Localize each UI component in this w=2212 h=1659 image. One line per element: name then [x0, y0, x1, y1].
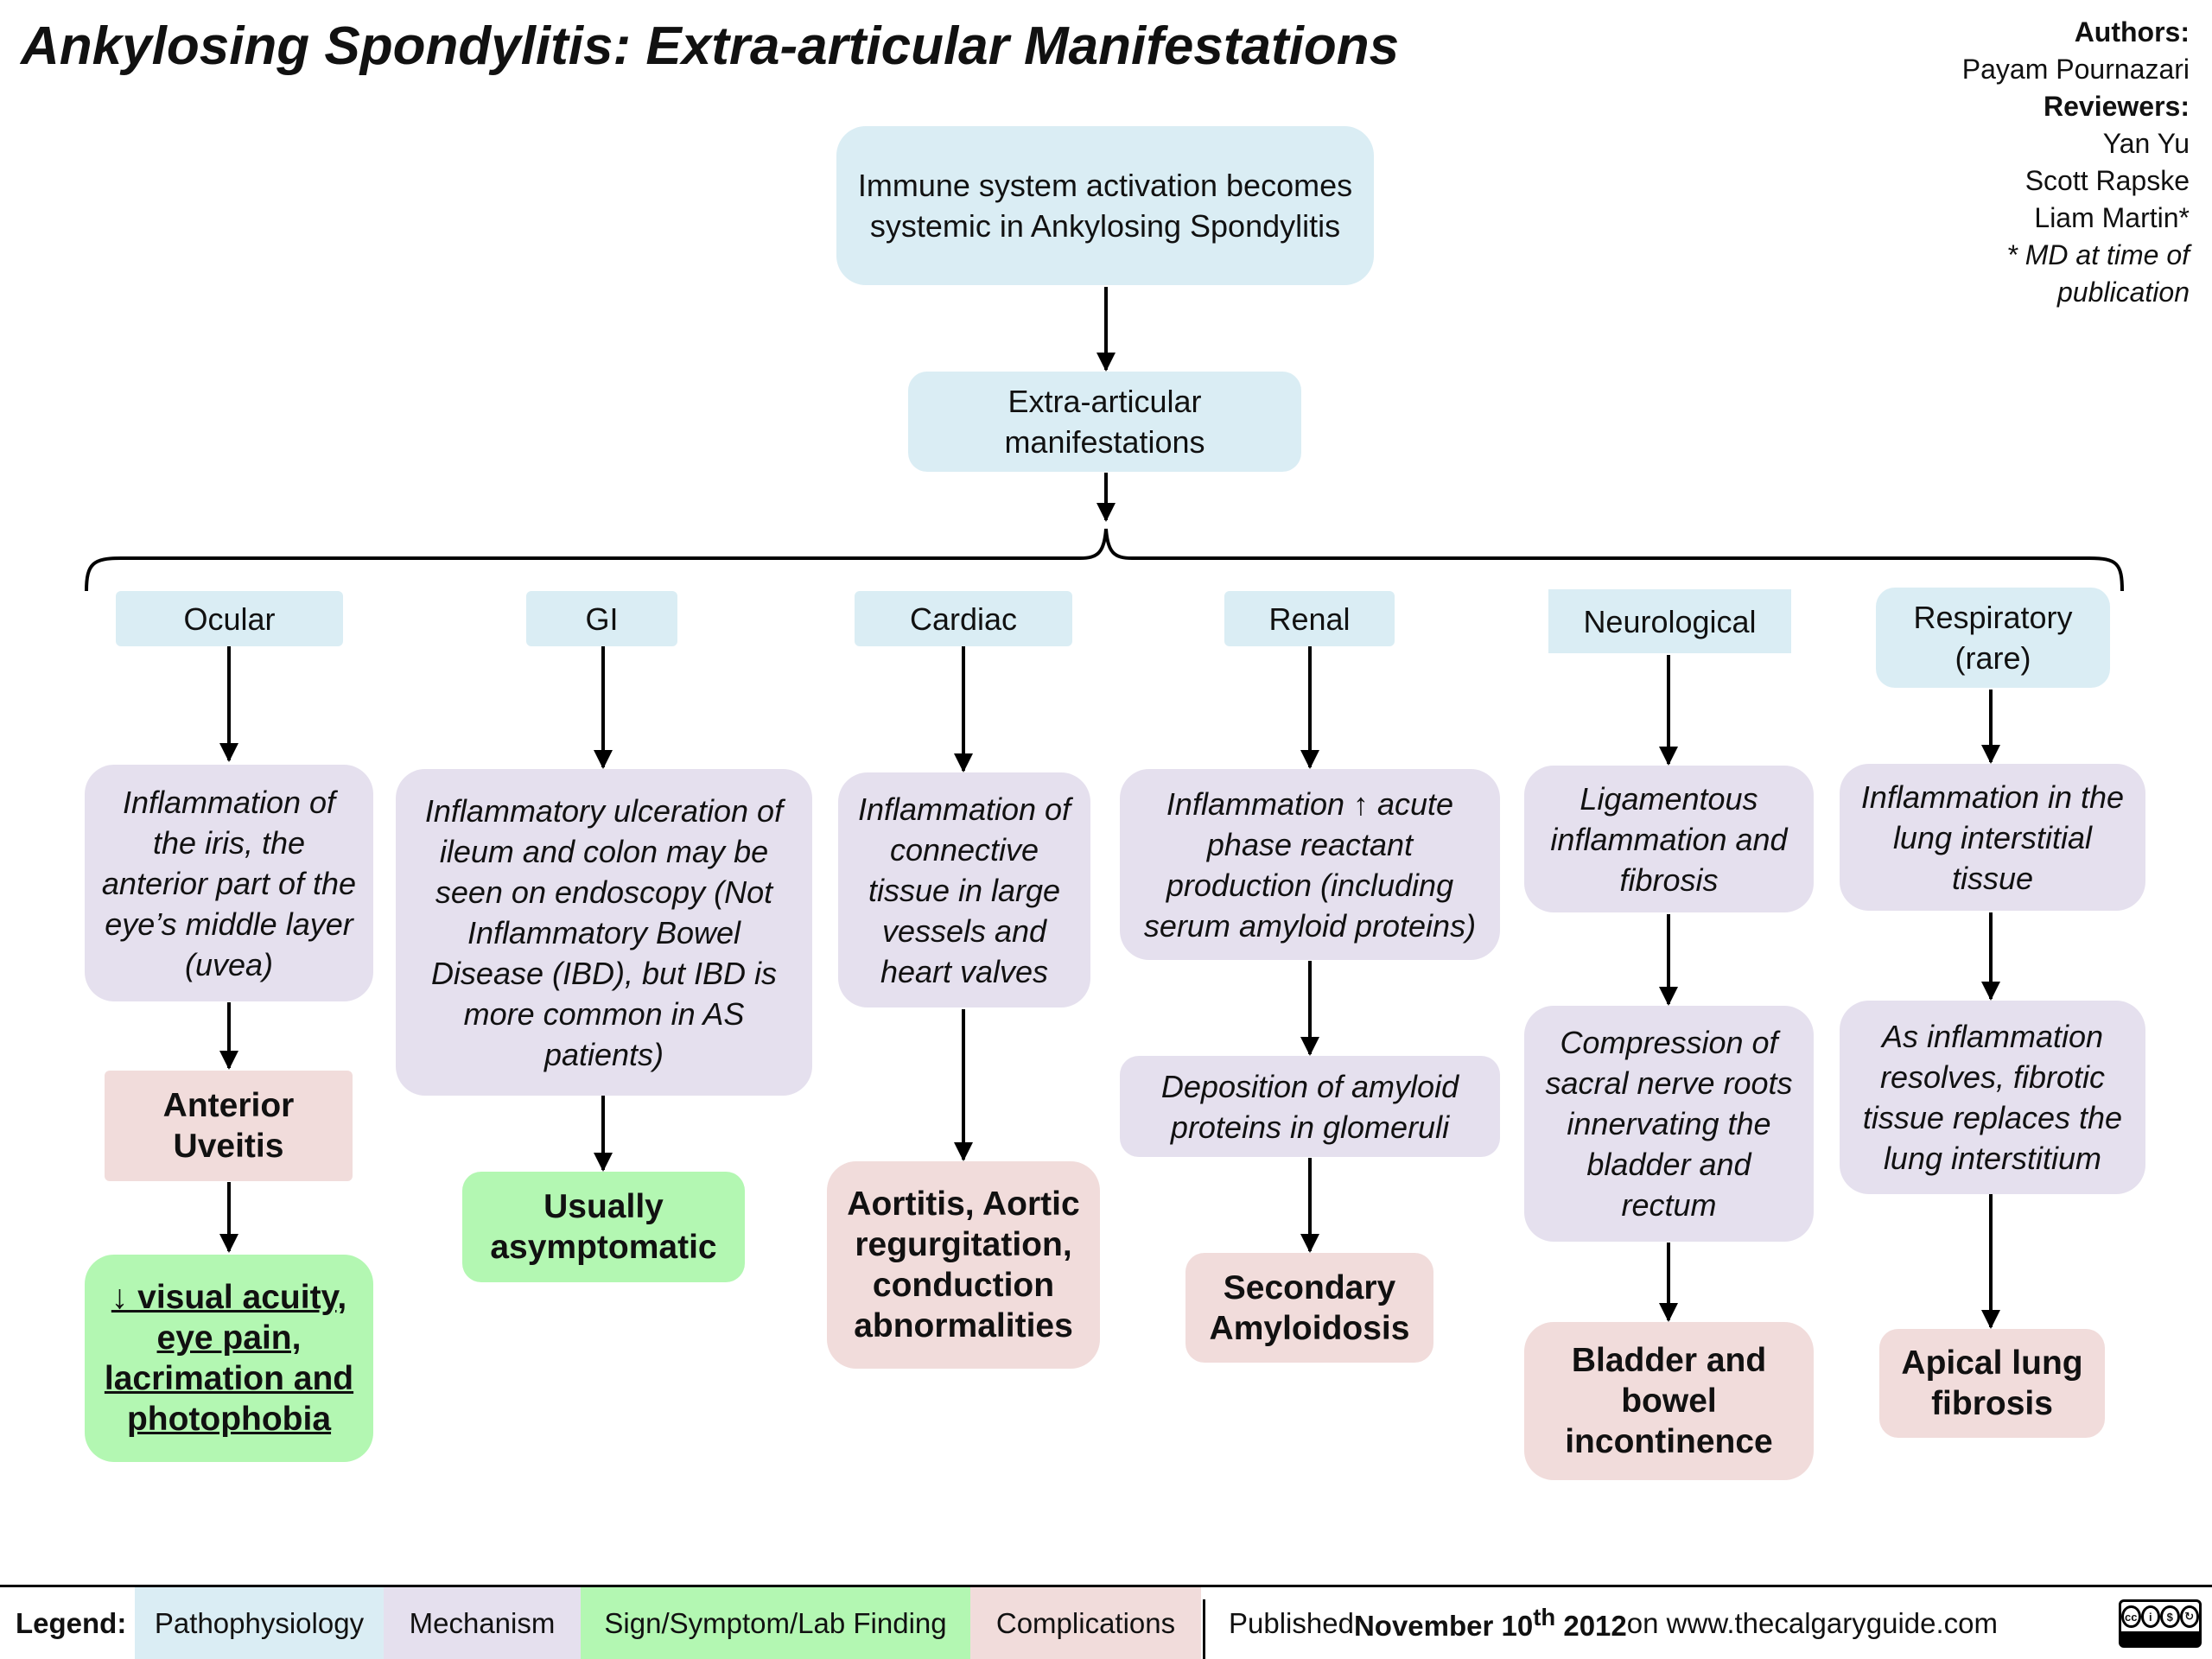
- by-icon: i: [2140, 1605, 2160, 1628]
- cardiac-complication-box: Aortitis, Aortic regurgitation, conducti…: [827, 1161, 1100, 1369]
- reviewer-name: Liam Martin*: [2034, 202, 2190, 233]
- legend-complications: Complications: [970, 1587, 1201, 1659]
- published-date: November 10th 2012: [1353, 1604, 1627, 1642]
- credits-block: Authors: Payam Pournazari Reviewers: Yan…: [1878, 14, 2190, 311]
- gi-sign-box: Usually asymptomatic: [462, 1172, 745, 1282]
- legend-pathophysiology: Pathophysiology: [135, 1587, 384, 1659]
- grouping-brace: [85, 528, 2124, 592]
- md-note: * MD at time of publication: [2006, 239, 2190, 308]
- renal-mechanism-box: Inflammation ↑ acute phase reactant prod…: [1120, 769, 1500, 960]
- reviewers-label: Reviewers:: [2044, 91, 2190, 122]
- page-title: Ankylosing Spondylitis: Extra-articular …: [21, 16, 1400, 76]
- sa-icon: ↻: [2179, 1605, 2199, 1628]
- ocular-sign-box: ↓ visual acuity, eye pain, lacrimation a…: [85, 1255, 373, 1462]
- legend-mechanism: Mechanism: [384, 1587, 581, 1659]
- header-neurological: Neurological: [1548, 589, 1791, 653]
- header-ocular: Ocular: [116, 591, 343, 646]
- header-renal: Renal: [1224, 591, 1395, 646]
- license-bar: [2121, 1631, 2199, 1645]
- legend-divider: [1203, 1599, 1205, 1659]
- published-prefix: Published: [1229, 1606, 1354, 1639]
- neuro-mechanism-box: Ligamentous inflammation and fibrosis: [1524, 766, 1814, 912]
- reviewer-name: Scott Rapske: [2024, 165, 2190, 196]
- cc-icon: cc: [2121, 1605, 2141, 1628]
- legend-label: Legend:: [16, 1606, 127, 1639]
- published-site[interactable]: on www.thecalgaryguide.com: [1626, 1606, 1999, 1639]
- authors-label: Authors:: [2074, 16, 2190, 48]
- resp-mechanism-box: Inflammation in the lung interstitial ti…: [1840, 764, 2145, 911]
- extra-articular-box: Extra-articular manifestations: [908, 372, 1301, 472]
- ocular-complication-box: Anterior Uveitis: [105, 1071, 353, 1181]
- header-gi: GI: [526, 591, 677, 646]
- nc-icon: $: [2160, 1605, 2180, 1628]
- resp-complication-box: Apical lung fibrosis: [1879, 1329, 2105, 1438]
- reviewer-name: Yan Yu: [2102, 128, 2190, 159]
- renal-complication-box: Secondary Amyloidosis: [1185, 1253, 1433, 1363]
- header-cardiac: Cardiac: [855, 591, 1072, 646]
- cardiac-mechanism-box: Inflammation of connective tissue in lar…: [838, 772, 1090, 1007]
- gi-mechanism-box: Inflammatory ulceration of ileum and col…: [396, 769, 812, 1096]
- renal-deposition-box: Deposition of amyloid proteins in glomer…: [1120, 1056, 1500, 1157]
- neuro-complication-box: Bladder and bowel incontinence: [1524, 1322, 1814, 1480]
- root-immune-activation-box: Immune system activation becomes systemi…: [836, 126, 1374, 285]
- legend-sign-symptom: Sign/Symptom/Lab Finding: [581, 1587, 970, 1659]
- cc-license-icon: cc i $ ↻: [2119, 1599, 2202, 1648]
- header-respiratory: Respiratory (rare): [1876, 588, 2110, 688]
- neuro-compression-box: Compression of sacral nerve roots innerv…: [1524, 1006, 1814, 1242]
- ocular-mechanism-box: Inflammation of the iris, the anterior p…: [85, 765, 373, 1001]
- author-name: Payam Pournazari: [1961, 54, 2190, 85]
- published-line: Published November 10th 2012 on www.thec…: [1229, 1587, 1998, 1659]
- resp-fibrosis-box: As inflammation resolves, fibrotic tissu…: [1840, 1001, 2145, 1194]
- legend-bar: Legend: Pathophysiology Mechanism Sign/S…: [0, 1585, 2212, 1659]
